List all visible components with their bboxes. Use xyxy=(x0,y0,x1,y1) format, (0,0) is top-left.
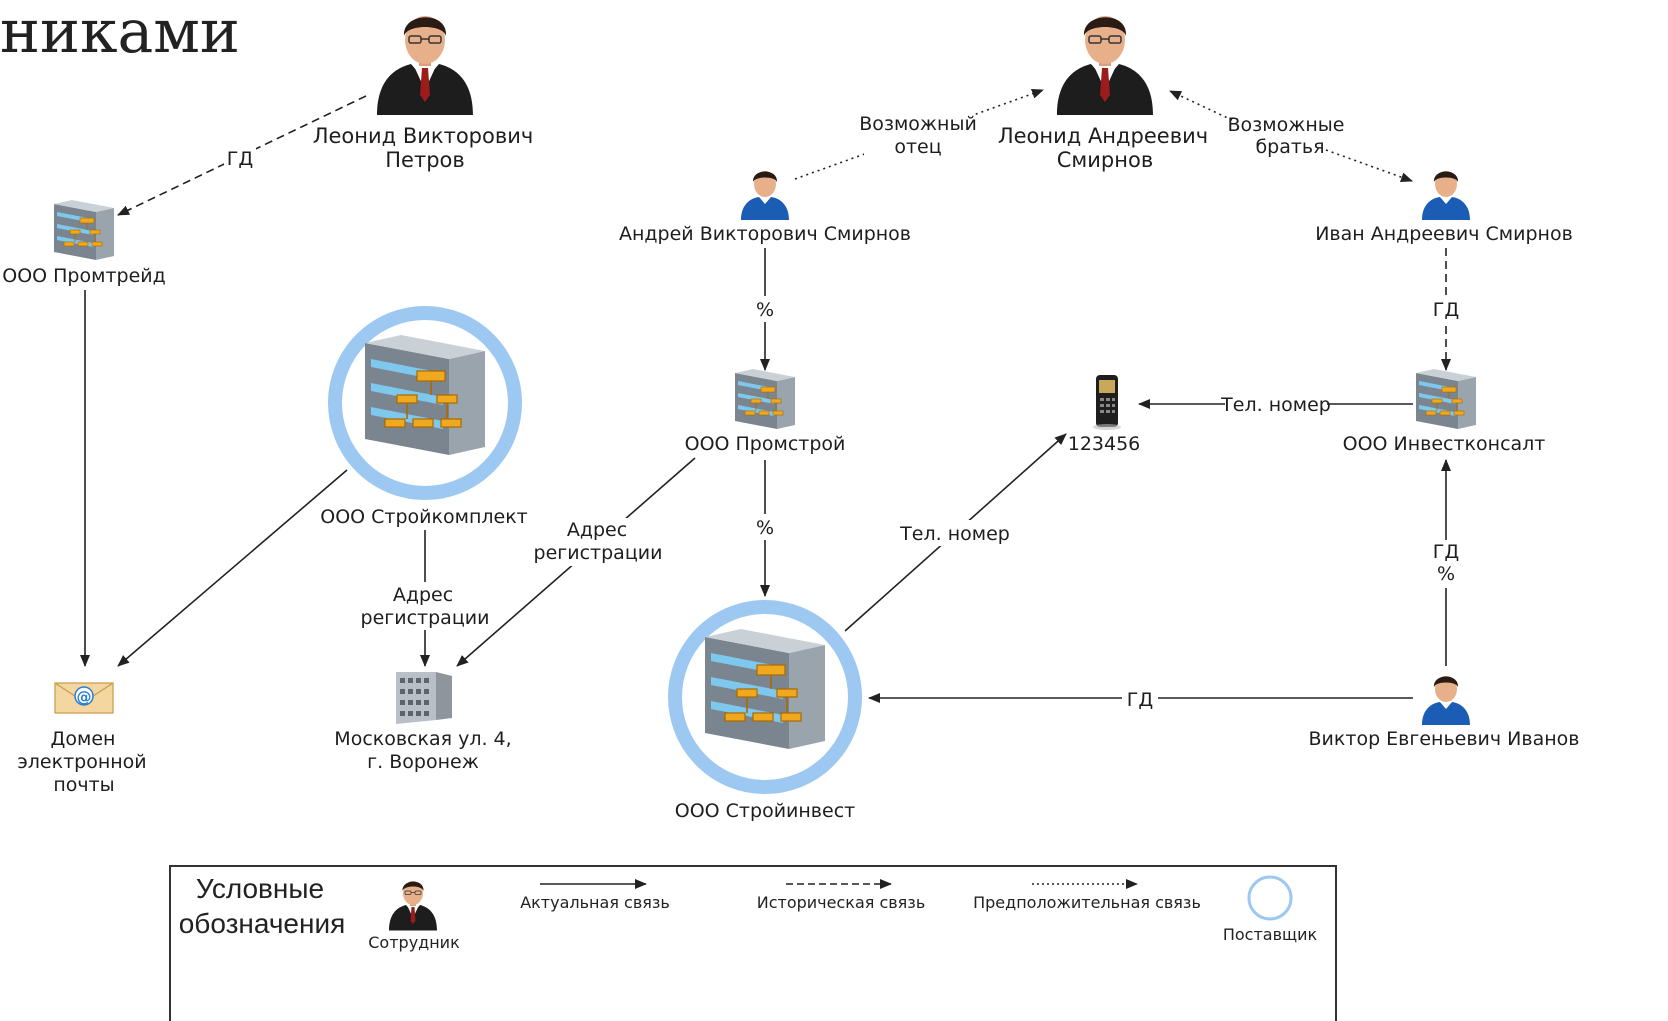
edge-brothers-to-ivan xyxy=(1325,149,1413,182)
node-stroikomplekt-label: ООО Стройкомплект xyxy=(320,506,528,528)
node-petrov-line2: Петров xyxy=(385,148,465,172)
edge-label-pct-stroiinvest: % xyxy=(756,517,774,539)
legend-employee-label: Сотрудник xyxy=(368,933,460,952)
node-address[interactable]: Московская ул. 4, г. Воронеж xyxy=(334,672,512,773)
node-smirnov-ia-label: Иван Андреевич Смирнов xyxy=(1315,223,1573,245)
legend-title-2: обозначения xyxy=(179,908,346,939)
apartment-building-icon xyxy=(396,672,452,724)
svg-text:@: @ xyxy=(77,688,92,706)
office-building-icon xyxy=(53,199,115,261)
office-building-icon xyxy=(364,334,486,456)
node-ivanov[interactable]: Виктор Евгеньевич Иванов xyxy=(1309,676,1580,750)
node-investkonsalt[interactable]: ООО Инвестконсалт xyxy=(1343,368,1546,455)
legend-title-1: Условные xyxy=(196,873,324,904)
node-smirnov-la-line2: Смирнов xyxy=(1057,148,1153,172)
edge-label-brothers-2: братья xyxy=(1255,136,1324,158)
node-email-line2: электронной xyxy=(17,751,146,773)
node-smirnov-la[interactable]: Леонид Андреевич Смирнов xyxy=(998,15,1208,172)
node-promstroi-label: ООО Промстрой xyxy=(685,433,846,455)
node-promtreid-label: ООО Промтрейд xyxy=(2,265,166,287)
node-phone[interactable]: 123456 xyxy=(1068,375,1141,455)
email-envelope-icon: @ xyxy=(54,682,114,714)
node-promstroi[interactable]: ООО Промстрой xyxy=(685,368,846,455)
businessman-icon xyxy=(1056,15,1154,116)
edge-label-gd-stroiinvest: ГД xyxy=(1127,689,1153,711)
node-stroiinvest-label: ООО Стройинвест xyxy=(675,800,855,822)
node-address-line1: Московская ул. 4, xyxy=(334,728,511,750)
office-building-icon xyxy=(1415,368,1477,430)
node-petrov[interactable]: Леонид Викторович Петров xyxy=(313,15,534,172)
node-stroikomplekt[interactable]: ООО Стройкомплект xyxy=(320,306,528,528)
edge-label-tel-stroiinvest: Тел. номер xyxy=(899,523,1010,545)
businessman-icon xyxy=(376,15,474,116)
node-investkonsalt-label: ООО Инвестконсалт xyxy=(1343,433,1546,455)
legend-supplier-label: Поставщик xyxy=(1223,925,1318,944)
edge-label-gd-ivanov-1: ГД xyxy=(1433,541,1459,563)
edge-label-father-2: отец xyxy=(894,136,941,158)
node-smirnov-ia[interactable]: Иван Андреевич Смирнов xyxy=(1315,171,1573,245)
legend-supplier-ring xyxy=(1247,875,1293,921)
edge-label-gd-petrov: ГД xyxy=(227,148,253,170)
node-smirnov-av-label: Андрей Викторович Смирнов xyxy=(619,223,911,245)
node-stroiinvest[interactable]: ООО Стройинвест xyxy=(668,600,862,822)
employee-icon xyxy=(1422,171,1470,220)
node-smirnov-la-line1: Леонид Андреевич xyxy=(998,124,1208,148)
legend-assumed-label: Предположительная связь xyxy=(973,893,1201,912)
edge-stroikomplekt-email xyxy=(117,469,348,667)
node-promtreid[interactable]: ООО Промтрейд xyxy=(2,199,166,287)
edge-andrei-leonid xyxy=(794,89,1044,180)
edge-label-pct-promstroi: % xyxy=(756,299,774,321)
edge-label-addr-stroikomplekt-1: Адрес xyxy=(393,584,453,606)
node-ivanov-label: Виктор Евгеньевич Иванов xyxy=(1309,728,1580,750)
edge-label-brothers-1: Возможные xyxy=(1228,114,1345,136)
node-email-line1: Домен xyxy=(51,728,116,750)
phone-icon xyxy=(1093,375,1121,430)
node-smirnov-av[interactable]: Андрей Викторович Смирнов xyxy=(619,171,911,245)
edge-brothers-to-leonid xyxy=(1169,90,1233,121)
legend-actual-label: Актуальная связь xyxy=(520,893,670,912)
edges: ГД Возможный отец Возможные братья % ГД … xyxy=(80,89,1464,712)
edge-label-father-1: Возможный xyxy=(859,113,977,135)
employee-icon xyxy=(741,171,789,220)
node-address-line2: г. Воронеж xyxy=(367,751,479,773)
node-email-line3: почты xyxy=(53,774,114,796)
office-building-icon xyxy=(734,368,796,430)
legend-historical-label: Историческая связь xyxy=(757,893,926,912)
node-petrov-line1: Леонид Викторович xyxy=(313,124,534,148)
legend: Условные обозначения Сотрудник Актуальна… xyxy=(169,865,1337,1021)
node-email[interactable]: @ Домен электронной почты xyxy=(17,682,147,796)
page-title-fragment: никами xyxy=(0,0,240,67)
edge-label-addr-promstroi-1: Адрес xyxy=(567,519,627,541)
edge-label-addr-promstroi-2: регистрации xyxy=(534,542,663,564)
legend-box xyxy=(169,865,1337,1021)
node-phone-label: 123456 xyxy=(1068,433,1141,455)
edge-label-tel-investkonsalt: Тел. номер xyxy=(1220,394,1331,416)
employee-icon xyxy=(1422,676,1470,725)
office-building-icon xyxy=(704,628,826,750)
edge-label-gd-investkonsalt: ГД xyxy=(1433,299,1459,321)
edge-label-addr-stroikomplekt-2: регистрации xyxy=(361,607,490,629)
edge-label-gd-ivanov-2: % xyxy=(1437,563,1455,585)
